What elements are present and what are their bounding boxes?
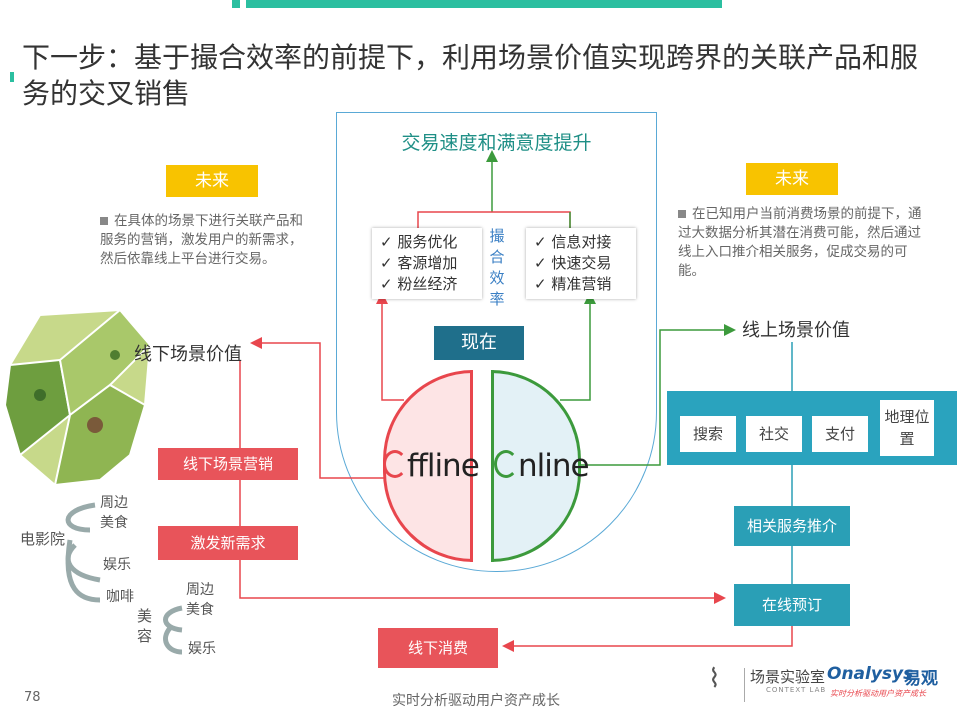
right-check-card: ✓ 信息对接 ✓ 快速交易 ✓ 精准营销 <box>526 228 636 299</box>
new-demand-box: 激发新需求 <box>158 526 298 560</box>
future-label-right: 未来 <box>746 163 838 195</box>
cinema-fun: 娱乐 <box>103 557 131 573</box>
chip-location: 地理位置 <box>880 400 934 456</box>
now-label: 现在 <box>434 326 524 360</box>
offline-o-icon <box>383 450 407 478</box>
vert-char: 率 <box>489 290 505 308</box>
left-check-card: ✓ 服务优化 ✓ 客源增加 ✓ 粉丝经济 <box>372 228 482 299</box>
chip-social: 社交 <box>746 416 802 452</box>
online-text: nline <box>518 448 590 484</box>
online-o-icon <box>494 450 518 478</box>
vert-char: 撮 <box>489 227 505 245</box>
check-item: ✓ 快速交易 <box>534 254 612 272</box>
logo-lab-en: CONTEXT LAB <box>766 686 827 694</box>
beauty-food: 周边美食 <box>186 582 214 618</box>
logo-tagline: 实时分析驱动用户资产成长 <box>830 689 926 698</box>
logo-brand: 易观 <box>904 669 938 689</box>
footer-slogan: 实时分析驱动用户资产成长 <box>392 693 560 709</box>
right-note: 在已知用户当前消费场景的前提下，通过大数据分析其潜在消费可能，然后通过线上入口推… <box>678 205 928 281</box>
check-item: ✓ 信息对接 <box>534 233 612 251</box>
matching-efficiency: 撮 合 效 率 <box>488 226 506 310</box>
check-item: ✓ 服务优化 <box>380 233 458 251</box>
chip-search: 搜索 <box>680 416 736 452</box>
check-item: ✓ 粉丝经济 <box>380 275 458 293</box>
beauty-node: 美容 <box>137 607 153 645</box>
cinema-node: 电影院 <box>20 530 66 548</box>
online-booking-box: 在线预订 <box>734 584 850 626</box>
center-arch <box>336 112 657 572</box>
page-number: 78 <box>24 690 41 705</box>
future-label-left: 未来 <box>166 165 258 197</box>
chip-payment: 支付 <box>812 416 868 452</box>
analysys-logo: Onalysys <box>827 664 914 684</box>
logo-lab: 场景实验室 <box>750 668 826 686</box>
vert-char: 合 <box>489 248 505 266</box>
check-item: ✓ 精准营销 <box>534 275 612 293</box>
bullet-icon <box>678 210 686 218</box>
offline-value-label: 线下场景价值 <box>134 344 242 365</box>
logo-mark-icon: ⌇ <box>708 664 721 694</box>
right-note-text: 在已知用户当前消费场景的前提下，通过大数据分析其潜在消费可能，然后通过线上入口推… <box>678 206 922 279</box>
online-brand: nline <box>494 448 590 484</box>
beauty-fun: 娱乐 <box>188 641 216 657</box>
offline-marketing-box: 线下场景营销 <box>158 448 298 480</box>
top-accent-bar <box>246 0 722 8</box>
left-note: 在具体的场景下进行关联产品和服务的营销，激发用户的新需求，然后依靠线上平台进行交… <box>100 212 310 269</box>
logo-area: ⌇ 场景实验室 CONTEXT LAB Onalysys 易观 实时分析驱动用户… <box>706 660 956 710</box>
left-note-text: 在具体的场景下进行关联产品和服务的营销，激发用户的新需求，然后依靠线上平台进行交… <box>100 213 303 267</box>
top-accent-small <box>232 0 240 8</box>
title-marker <box>10 72 14 82</box>
top-goal: 交易速度和满意度提升 <box>401 132 592 154</box>
cinema-coffee: 咖啡 <box>106 589 134 605</box>
related-service-box: 相关服务推介 <box>734 506 850 546</box>
vert-char: 效 <box>489 269 505 287</box>
bullet-icon <box>100 217 108 225</box>
offline-text: ffline <box>407 448 480 484</box>
cinema-food: 周边美食 <box>100 495 128 531</box>
offline-consume-box: 线下消费 <box>378 628 498 668</box>
check-item: ✓ 客源增加 <box>380 254 458 272</box>
map-illustration <box>3 308 152 487</box>
online-value-label: 线上场景价值 <box>742 320 850 341</box>
logo-divider <box>744 668 745 702</box>
slide-title: 下一步：基于撮合效率的前提下，利用场景价值实现跨界的关联产品和服务的交叉销售 <box>22 41 919 110</box>
offline-brand: ffline <box>383 448 480 484</box>
